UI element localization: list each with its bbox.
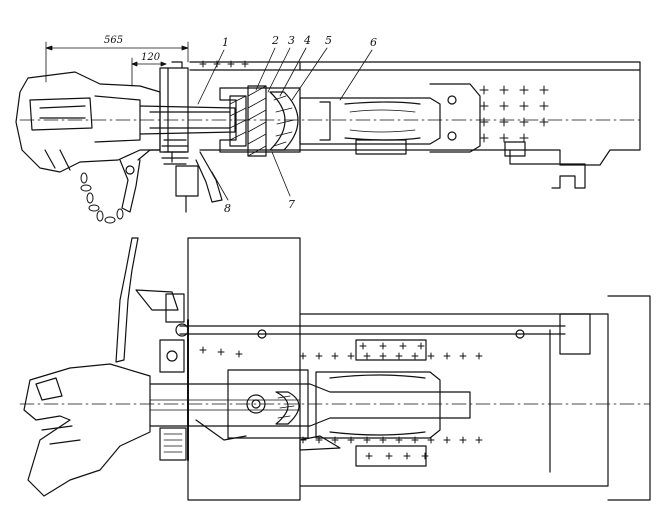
callout-7: 7 (288, 198, 295, 211)
section-view: 565 120 1 2 3 4 5 6 7 8 (15, 34, 641, 224)
coupler-pin (246, 394, 266, 414)
carrier-iron (175, 165, 199, 197)
end-sill (187, 237, 301, 501)
dimension-marks (45, 41, 189, 87)
draft-gear (299, 97, 441, 145)
carrier-spring (161, 139, 189, 165)
center-sill-outline (189, 61, 641, 166)
coupler-head (15, 71, 161, 173)
uncoupling-chain (80, 172, 124, 224)
yoke-plan (227, 369, 309, 439)
callout-8: 8 (224, 202, 231, 215)
plan-view (19, 237, 651, 501)
draft-gear-plan (315, 371, 441, 439)
callout-4: 4 (303, 34, 311, 47)
uncoupling-rod (179, 325, 566, 335)
callout-5: 5 (325, 34, 332, 47)
dimension-inner: 120 (141, 52, 161, 63)
callout-leaders (197, 47, 373, 201)
coupler-head-plan (23, 363, 151, 497)
draft-key (229, 95, 247, 147)
uncoupling-rod-bracket (509, 149, 586, 189)
dimension-overall: 565 (104, 35, 123, 46)
callout-1: 1 (222, 36, 229, 49)
rear-draft-lugs (429, 83, 481, 153)
callout-3: 3 (288, 34, 295, 47)
lower-bracket (159, 427, 187, 461)
underframe-outline (299, 313, 609, 487)
uncoupling-lever (115, 237, 139, 363)
callout-6: 6 (370, 36, 377, 49)
front-follower (247, 85, 267, 157)
rear-follower (269, 91, 299, 151)
rivet-rows (199, 342, 483, 460)
callout-2: 2 (271, 34, 279, 47)
